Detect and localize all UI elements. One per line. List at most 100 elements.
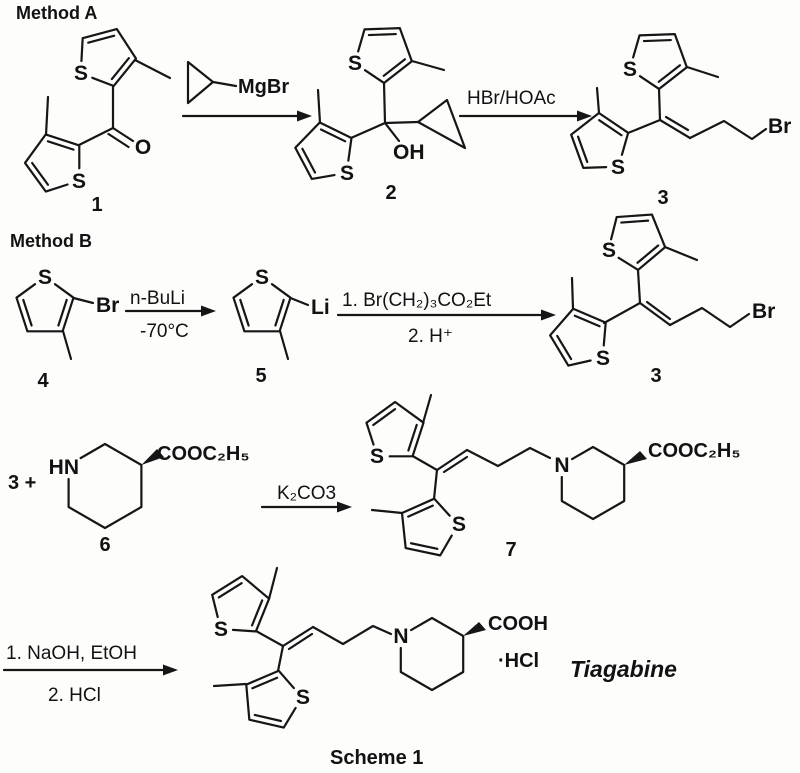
piperidine-ring xyxy=(399,616,465,692)
ester-label: COOC₂H₅ xyxy=(648,440,741,462)
chain-bond xyxy=(311,624,393,646)
hydroxyl-label: OH xyxy=(393,141,425,164)
compound-1-structure: S S O 1 xyxy=(17,18,172,216)
lithium-label: Li xyxy=(311,296,330,319)
compound-3-number: 3 xyxy=(657,187,668,209)
cyclopropane-ring xyxy=(186,60,215,105)
grignard-reagent: MgBr xyxy=(181,60,312,122)
methyl-bond xyxy=(316,88,322,125)
carbonyl-double-bond xyxy=(107,126,135,149)
piperidine-ring xyxy=(67,442,143,530)
methyl-bond xyxy=(421,393,433,425)
tiagabine-structure: N COOH ·HCl Tiagabine S S xyxy=(202,566,677,732)
bond xyxy=(349,81,420,143)
thiophene-ring xyxy=(15,283,75,333)
bond xyxy=(72,296,95,305)
mgbr-label: MgBr xyxy=(238,76,289,98)
arrowhead-icon xyxy=(201,305,216,317)
sulfur-label: S xyxy=(452,513,466,536)
arrowhead-icon xyxy=(337,501,352,513)
alkene-double-bond xyxy=(281,625,315,651)
sulfur-label: S xyxy=(296,686,310,709)
method-a-heading: Method A xyxy=(16,3,97,23)
alkene-double-bond xyxy=(435,448,469,474)
compound-4-number: 4 xyxy=(37,370,49,392)
methyl-bond xyxy=(595,86,601,115)
sulfur-label: S xyxy=(623,58,637,81)
methyl-bond xyxy=(370,508,404,515)
stereo-wedge-bond xyxy=(463,622,486,636)
arrow-k2co3: K₂CO3 xyxy=(260,483,352,513)
sulfur-label: S xyxy=(611,156,625,179)
thiophene-ring xyxy=(244,668,299,732)
arrow-hbr-hoac: HBr/HOAc xyxy=(458,88,592,122)
bromine-label: Br xyxy=(96,294,119,317)
hcl-step-label: 2. HCl xyxy=(48,685,101,706)
methyl-bond xyxy=(663,245,699,262)
k2co3-label: K₂CO3 xyxy=(277,483,336,504)
bond xyxy=(626,87,662,135)
nitrogen-label: N xyxy=(393,625,408,648)
arrowhead-icon xyxy=(577,110,592,122)
hcl-salt-label: ·HCl xyxy=(498,650,539,672)
bromine-label: Br xyxy=(752,300,775,323)
nbuli-label: n-BuLi xyxy=(130,288,185,309)
compound-2-number: 2 xyxy=(385,182,396,204)
sulfur-label: S xyxy=(340,162,354,185)
thiophene-ring xyxy=(399,496,455,560)
compound-6-number: 6 xyxy=(99,534,110,556)
ester-label: COOC₂H₅ xyxy=(157,443,250,465)
bond xyxy=(289,296,310,307)
methyl-bond xyxy=(212,682,248,688)
alkene-double-bond xyxy=(638,300,672,327)
sulfur-label: S xyxy=(596,347,610,370)
bond xyxy=(411,454,439,501)
sulfur-label: S xyxy=(214,618,228,641)
cyclopropane-ring xyxy=(416,98,467,150)
methyl-bond xyxy=(278,329,290,361)
compound-7-number: 7 xyxy=(505,539,516,561)
compound-7-structure: N COOC₂H₅ S S 7 xyxy=(357,393,741,561)
nitrogen-label: N xyxy=(554,454,569,477)
chain-bond xyxy=(465,446,552,468)
compound-1-number: 1 xyxy=(91,194,102,216)
stereo-wedge-bond xyxy=(624,451,647,465)
oxygen-label: O xyxy=(135,136,151,159)
acid-label: COOH xyxy=(488,613,548,635)
bond xyxy=(77,85,115,147)
compound-5-structure: S Li 5 xyxy=(232,266,330,387)
sulfur-label: S xyxy=(72,170,86,193)
compound-3b-structure: S S Br 3 xyxy=(541,203,775,387)
method-b-heading: Method B xyxy=(10,231,92,251)
sulfur-label: S xyxy=(74,62,88,85)
tiagabine-name: Tiagabine xyxy=(570,656,677,682)
bond xyxy=(211,80,238,88)
compound-2-structure: S S OH 2 xyxy=(286,16,467,204)
methyl-bond xyxy=(61,329,73,361)
compound-3a-structure: S S Br 3 xyxy=(561,22,791,209)
methyl-bond xyxy=(570,276,575,311)
arrowhead-icon xyxy=(541,309,556,321)
sulfur-label: S xyxy=(348,52,362,75)
arrowhead-icon xyxy=(297,110,312,122)
methyl-bond xyxy=(44,95,50,137)
arrow-nbuli: n-BuLi -70°C xyxy=(124,288,216,342)
compound-5-number: 5 xyxy=(255,365,266,387)
bond xyxy=(602,268,642,325)
alkene-double-bond xyxy=(658,115,692,140)
methyl-bond xyxy=(410,59,446,72)
bromine-label: Br xyxy=(768,115,791,138)
hbr-hoac-label: HBr/HOAc xyxy=(467,88,556,109)
three-plus-label: 3 + xyxy=(8,472,36,494)
compound-4-structure: S Br 4 xyxy=(15,266,119,392)
sulfur-label: S xyxy=(38,266,52,289)
sulfur-label: S xyxy=(370,445,384,468)
sulfur-label: S xyxy=(255,266,269,289)
compound-6-structure: HN COOC₂H₅ 6 xyxy=(49,442,250,556)
piperidine-ring xyxy=(560,445,626,521)
alkylation-step2-label: 2. H⁺ xyxy=(408,326,453,347)
chain-bond xyxy=(668,306,751,329)
bond xyxy=(254,629,285,673)
chain-bond xyxy=(688,119,768,141)
